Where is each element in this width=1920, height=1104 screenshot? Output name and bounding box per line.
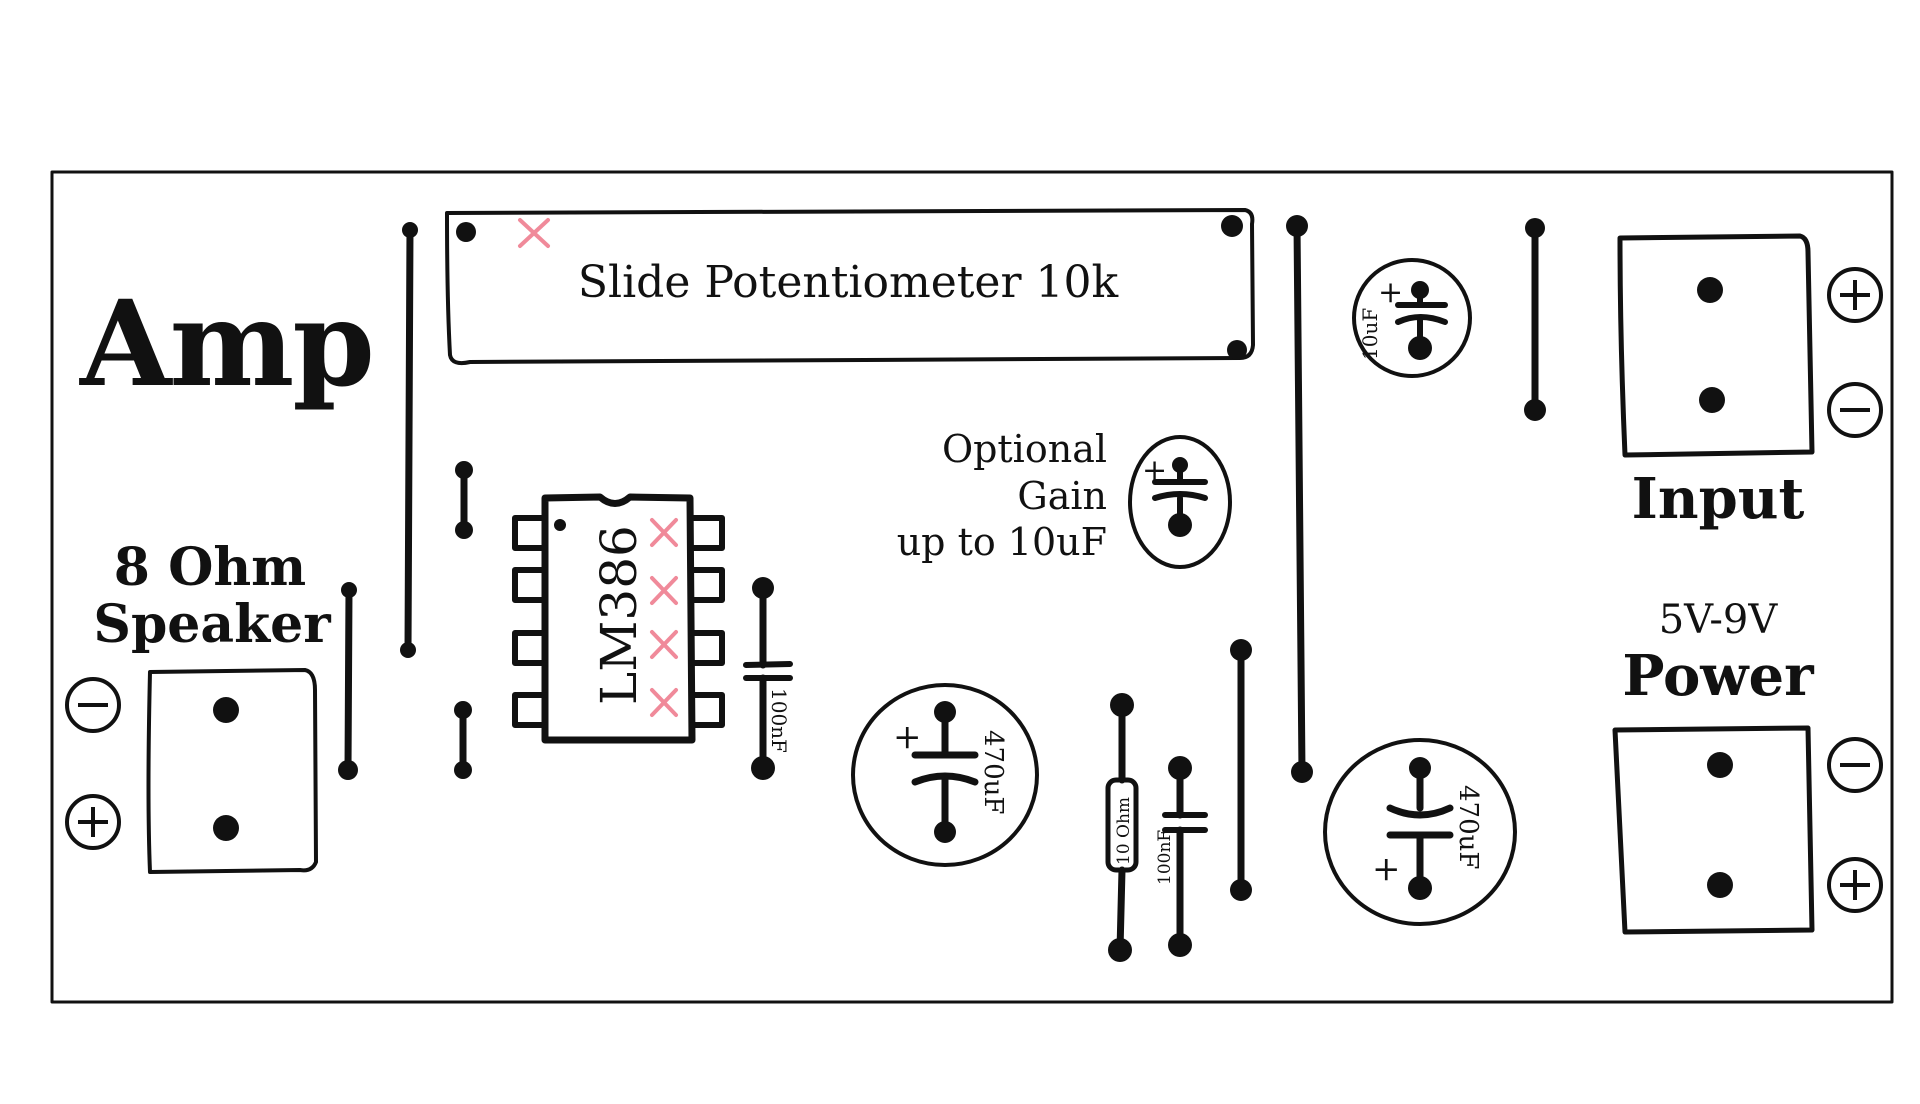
ic-pins-left xyxy=(512,515,548,728)
speaker-minus-icon xyxy=(65,677,121,733)
board-title: Amp xyxy=(79,274,373,413)
power-voltage-label: 5V-9V xyxy=(1659,597,1779,643)
cap-out-left-circle xyxy=(851,683,1039,867)
power-plus-icon xyxy=(1827,857,1883,913)
speaker-label-line2: Speaker xyxy=(93,594,331,655)
cap-out-left-plus-icon: + xyxy=(893,717,922,757)
speaker-plus-icon xyxy=(65,794,121,850)
terminal-markers xyxy=(65,267,1883,913)
speaker-label-line1: 8 Ohm xyxy=(114,537,306,598)
cap-ic-label: 100nF xyxy=(767,688,791,753)
cap-out-left-label: 470uF xyxy=(978,730,1008,814)
cap-input-label: 10uF xyxy=(1358,308,1382,360)
potentiometer-label: Slide Potentiometer 10k xyxy=(578,257,1119,308)
input-minus-icon xyxy=(1827,382,1883,438)
cap-input-plus-icon: + xyxy=(1378,275,1403,310)
cap-out-right-circle xyxy=(1323,738,1517,926)
potentiometer-outline xyxy=(445,208,1255,366)
power-connector xyxy=(1612,725,1815,935)
solder-pads xyxy=(213,215,1733,962)
power-minus-icon xyxy=(1827,737,1883,793)
power-label: Power xyxy=(1622,643,1815,709)
wire-right-bus xyxy=(1293,221,1306,776)
gain-label-line3: up to 10uF xyxy=(897,520,1107,564)
board-outline xyxy=(50,170,1894,1004)
cap-gain-plus-icon: + xyxy=(1142,453,1167,488)
speaker-connector xyxy=(146,668,318,874)
cap-input-circle xyxy=(1352,258,1472,378)
wire-speaker-jumper xyxy=(344,586,353,774)
cap-out-left-symbol xyxy=(911,708,979,834)
no-connect-mark xyxy=(518,218,678,717)
polarity-plus-signs: + + + + xyxy=(893,275,1403,889)
ic-body xyxy=(541,493,696,744)
gain-label-line2: Gain xyxy=(1017,474,1107,518)
cap-ic-100nf xyxy=(743,584,793,772)
gain-label-line1: Optional xyxy=(942,427,1107,471)
cap-gain-circle xyxy=(1128,435,1232,569)
input-plus-icon xyxy=(1827,267,1883,323)
resistor-10ohm xyxy=(1105,701,1139,954)
input-connector xyxy=(1617,233,1815,458)
input-label: Input xyxy=(1632,466,1805,532)
cap-zobel-label: 100nF xyxy=(1155,830,1175,885)
ic-label: LM386 xyxy=(590,525,648,705)
cap-out-right-label: 470uF xyxy=(1453,785,1483,869)
resistor-label: 10 Ohm xyxy=(1114,797,1134,865)
cap-out-right-plus-icon: + xyxy=(1372,849,1401,889)
wire-left-bus xyxy=(404,224,414,654)
ic-pins-right xyxy=(689,515,725,728)
